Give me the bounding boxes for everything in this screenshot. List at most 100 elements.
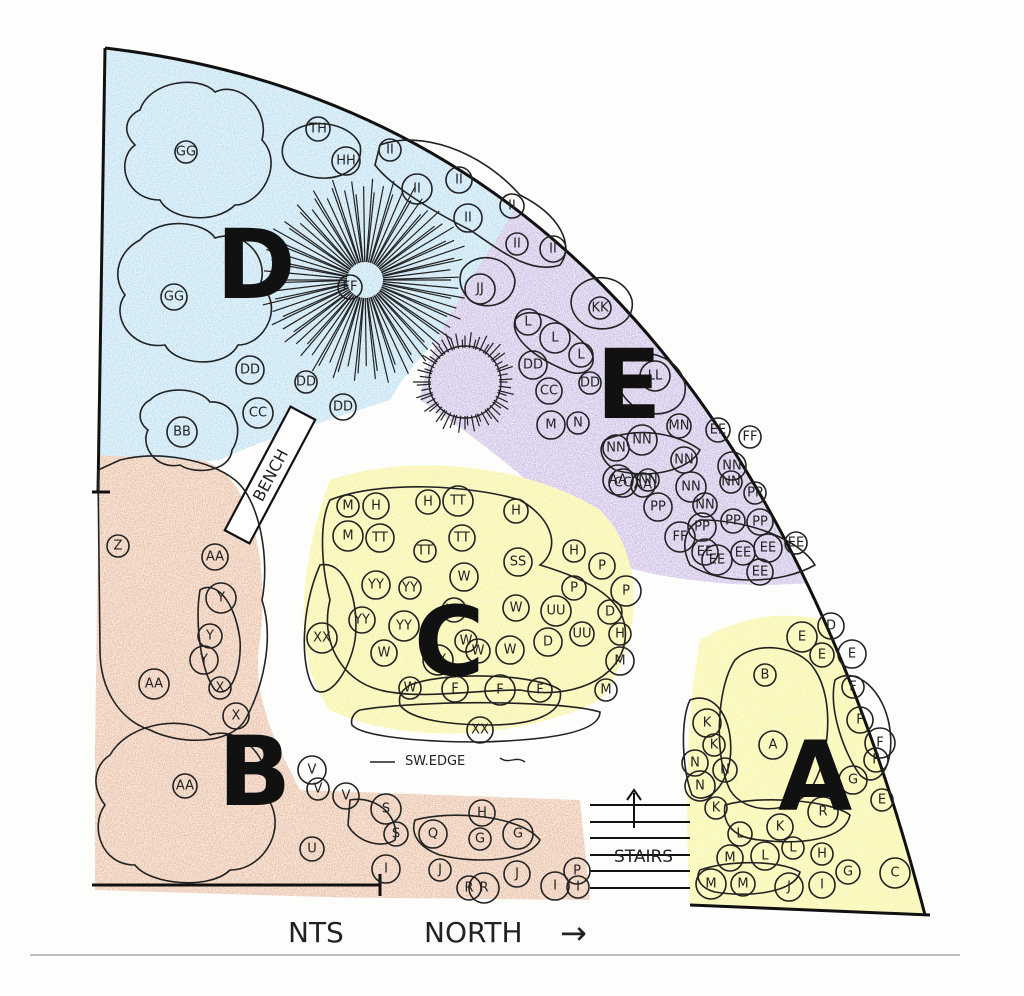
plant-circle bbox=[456, 875, 482, 901]
plant-label: Z bbox=[114, 539, 123, 554]
plant-label: M bbox=[342, 529, 353, 544]
plant-label: PP bbox=[725, 514, 741, 529]
plant-circle bbox=[597, 599, 623, 625]
plant-circle bbox=[664, 521, 696, 553]
plant-circle bbox=[774, 872, 804, 902]
plant-circle bbox=[332, 520, 364, 552]
plant-circle bbox=[484, 674, 516, 706]
plant-label: DD bbox=[240, 363, 260, 378]
plant-label: N bbox=[695, 779, 705, 794]
plant-label: DD bbox=[296, 375, 316, 390]
south-boundary-east bbox=[689, 903, 931, 917]
plant-circle bbox=[370, 639, 398, 667]
plant-label: A bbox=[769, 738, 778, 753]
plant-label: YY bbox=[429, 653, 446, 668]
plant-circle bbox=[449, 562, 479, 592]
plant-label: M bbox=[342, 499, 353, 514]
drift-hh bbox=[281, 122, 362, 179]
plant-circle bbox=[468, 799, 496, 827]
plant-label: I bbox=[384, 862, 388, 877]
plant-circle bbox=[502, 818, 534, 850]
plant-circle bbox=[536, 410, 566, 440]
plant-label: AA bbox=[145, 677, 163, 692]
drift-l bbox=[513, 311, 594, 375]
zone-b-fill bbox=[95, 455, 590, 900]
zone-b-letter: B bbox=[218, 716, 291, 828]
plant-circle bbox=[468, 872, 500, 904]
plant-label: FF bbox=[673, 530, 688, 545]
plant-label: V bbox=[342, 789, 351, 804]
plant-circle bbox=[418, 819, 448, 849]
plant-label: Q bbox=[428, 827, 438, 842]
drift-xx-west bbox=[303, 563, 357, 693]
plant-circle bbox=[630, 472, 656, 498]
drift-f bbox=[398, 675, 562, 726]
plant-circle bbox=[781, 836, 805, 860]
plant-label: NN bbox=[638, 473, 657, 488]
plant-label: M bbox=[614, 654, 625, 669]
plant-label: I bbox=[553, 879, 557, 894]
drift-m-row bbox=[697, 861, 801, 895]
plant-label: TT bbox=[371, 531, 388, 546]
plant-label: PP bbox=[752, 515, 768, 530]
plant-label: L bbox=[577, 348, 585, 363]
plant-label: W bbox=[510, 601, 523, 616]
sw-edge-marker bbox=[370, 757, 526, 763]
plant-circle bbox=[422, 644, 454, 676]
plant-circle bbox=[692, 492, 718, 518]
plant-circle bbox=[738, 425, 762, 449]
plant-label: W bbox=[458, 570, 471, 585]
plant-label: U bbox=[307, 842, 317, 857]
plant-label: R bbox=[464, 881, 473, 896]
plant-label: DD bbox=[333, 400, 353, 415]
plant-label: K bbox=[712, 801, 721, 816]
plant-circle bbox=[428, 858, 452, 882]
plant-circle bbox=[838, 765, 868, 795]
plant-circle bbox=[605, 646, 635, 676]
plant-label: D bbox=[543, 635, 553, 650]
north-arrow-icon: → bbox=[560, 914, 587, 952]
plant-circle bbox=[727, 821, 753, 847]
plant-circle bbox=[138, 668, 170, 700]
plant-circle bbox=[503, 498, 529, 524]
plant-label: CC bbox=[249, 406, 267, 421]
plant-label: PP bbox=[650, 500, 666, 515]
zone-c-letter: C bbox=[414, 586, 484, 698]
plant-label: P bbox=[598, 559, 606, 574]
plant-label: I bbox=[820, 878, 824, 893]
plant-label: YY bbox=[395, 619, 412, 634]
plant-label: E bbox=[848, 647, 856, 662]
plant-label: XX bbox=[471, 723, 489, 738]
plant-circle bbox=[562, 539, 586, 563]
plant-circle bbox=[766, 813, 794, 841]
plant-circle bbox=[371, 854, 401, 884]
drift-f-east bbox=[832, 674, 892, 781]
plant-circle bbox=[208, 676, 232, 700]
plant-label: CC bbox=[614, 476, 632, 491]
plant-circle bbox=[527, 677, 553, 703]
plant-circle bbox=[758, 730, 788, 760]
plant-circle bbox=[388, 610, 420, 642]
plant-label: HH bbox=[336, 154, 356, 169]
plant-label: L bbox=[761, 849, 769, 864]
plant-circle bbox=[566, 411, 590, 435]
plant-label: I bbox=[576, 880, 580, 895]
plant-circle bbox=[336, 494, 360, 518]
plant-circle bbox=[398, 676, 422, 700]
plant-circle bbox=[535, 377, 563, 405]
plant-circle bbox=[566, 875, 590, 899]
plant-label: F bbox=[496, 683, 503, 698]
zone-d-letter: D bbox=[216, 209, 296, 321]
plant-label: PP bbox=[747, 486, 763, 501]
plant-circle bbox=[299, 836, 325, 862]
plant-circle bbox=[306, 777, 330, 801]
plant-circle bbox=[539, 322, 571, 354]
plant-circle bbox=[401, 173, 433, 205]
plant-circle bbox=[453, 203, 483, 233]
plant-label: G bbox=[513, 827, 523, 842]
plant-circle bbox=[846, 706, 874, 734]
plant-circle bbox=[746, 558, 774, 586]
north-label: NORTH bbox=[424, 916, 523, 949]
plant-label: EE bbox=[697, 545, 713, 560]
plant-label: II bbox=[549, 242, 557, 257]
